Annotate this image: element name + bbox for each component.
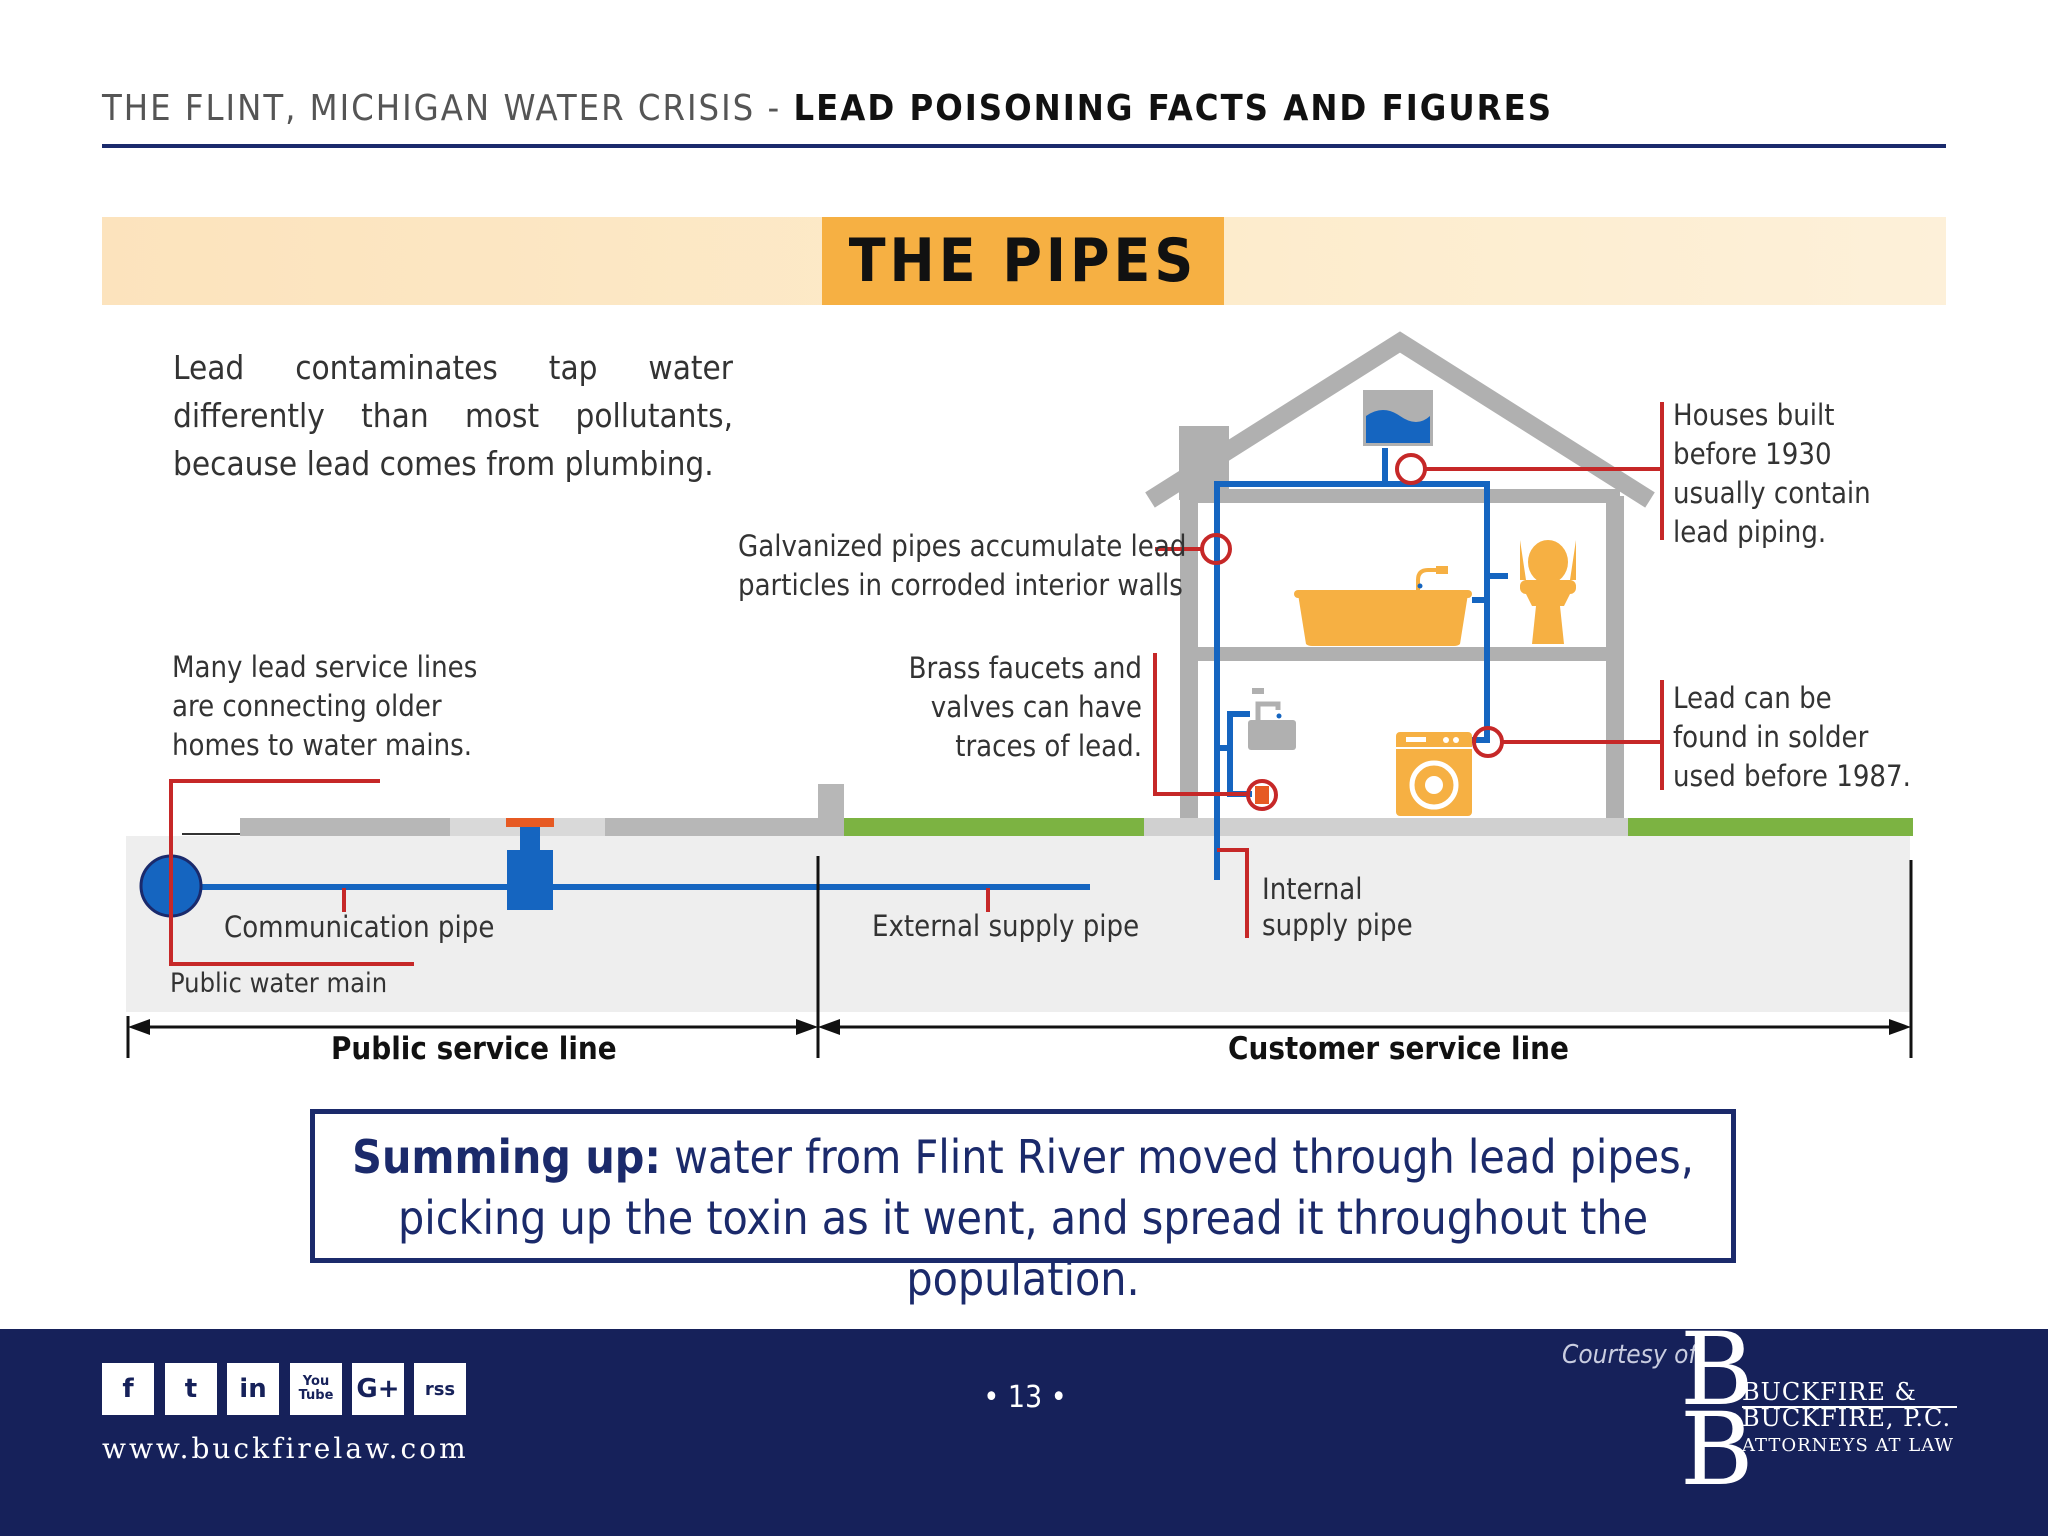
callout-lines (169, 402, 1664, 966)
stop-valve (507, 850, 553, 910)
twitter-icon[interactable]: t (165, 1363, 217, 1415)
sink-icon (1248, 688, 1296, 750)
chimney (1179, 426, 1229, 500)
firm-name-line-2: BUCKFIRE, P.C. (1742, 1404, 1952, 1432)
label-communication-pipe: Communication pipe (224, 910, 495, 944)
blue-pipes (170, 448, 1508, 890)
summary-bold: Summing up: (352, 1130, 661, 1184)
lead-rings (1200, 453, 1504, 811)
curb-post (818, 784, 844, 836)
google-plus-icon[interactable]: G+ (352, 1363, 404, 1415)
header-title: THE FLINT, MICHIGAN WATER CRISIS - LEAD … (102, 88, 1553, 129)
firm-name-line-3: ATTORNEYS AT LAW (1742, 1435, 1954, 1456)
house-foundation (1144, 818, 1628, 836)
house-roof (1145, 331, 1655, 508)
section-title: THE PIPES (822, 217, 1224, 305)
intro-text: Lead contaminates tap water differently … (173, 348, 733, 483)
washing-machine-icon (1396, 732, 1472, 816)
summary-line-2: picking up the toxin as it went, and spr… (397, 1191, 1649, 1306)
header-bold: LEAD POISONING FACTS AND FIGURES (793, 88, 1554, 129)
label-public-main: Public water main (170, 968, 388, 999)
courtesy-label: Courtesy of: (1562, 1340, 1705, 1370)
header-rule (102, 144, 1946, 148)
dimension-lines (126, 856, 1913, 1058)
firm-name-line-1: BUCKFIRE & (1742, 1378, 1957, 1408)
linkedin-icon[interactable]: in (227, 1363, 279, 1415)
bathtub-icon (1298, 594, 1468, 646)
tank-water (1366, 410, 1430, 443)
footer-url[interactable]: www.buckfirelaw.com (102, 1432, 469, 1465)
page-number: • 13 • (983, 1380, 1067, 1415)
label-customer-line: Customer service line (1228, 1031, 1569, 1067)
rss-icon[interactable]: rss (414, 1363, 466, 1415)
pipes-diagram (126, 331, 1913, 1058)
house (1145, 331, 1655, 818)
facebook-icon[interactable]: f (102, 1363, 154, 1415)
summary-line-1: Summing up: water from Flint River moved… (352, 1130, 1694, 1184)
label-public-line: Public service line (331, 1031, 617, 1067)
grass-right (1628, 818, 1913, 836)
grass-left (844, 818, 1144, 836)
brass-valve (1255, 786, 1269, 804)
summary-box: Summing up: water from Flint River moved… (310, 1109, 1736, 1306)
underground (126, 836, 1910, 1012)
label-external-pipe: External supply pipe (872, 909, 1140, 943)
youtube-icon[interactable]: You Tube (290, 1363, 342, 1415)
header-prefix: THE FLINT, MICHIGAN WATER CRISIS - (102, 88, 794, 129)
toilet-icon (1520, 540, 1576, 644)
